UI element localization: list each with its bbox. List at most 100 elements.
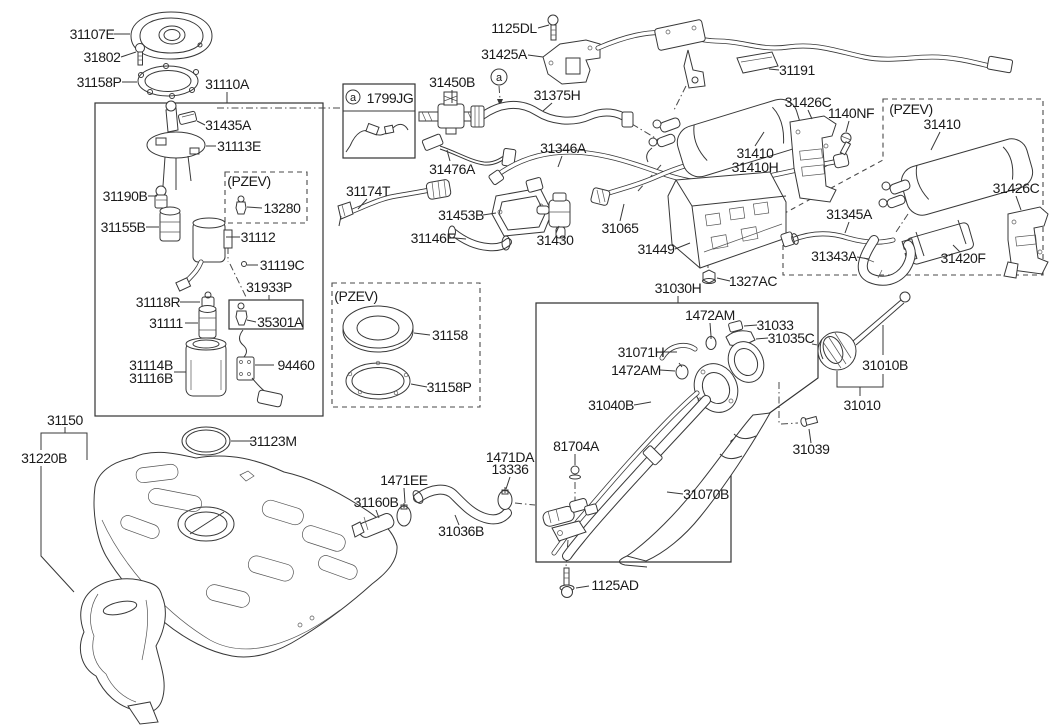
fuel-pressure-regulator-drawing [154, 185, 168, 209]
lock-ring-bolt-drawing [135, 43, 145, 66]
callout-detail-a: a [350, 92, 357, 104]
screw-31119C-drawing [241, 261, 247, 267]
callout-31158P-top: 31158P [77, 74, 122, 90]
bolt-31039-drawing [800, 415, 819, 427]
reservoir-body-drawing [185, 337, 227, 397]
callout-31425A: 31425A [481, 46, 528, 62]
callout-31113E: 31113E [217, 138, 261, 154]
callout-31119C: 31119C [260, 257, 305, 273]
callout-31111: 31111 [149, 315, 183, 331]
callout-31426C-b: 31426C [993, 180, 1040, 196]
bracket-31453B-drawing [491, 177, 553, 237]
callout-31430: 31430 [537, 232, 575, 248]
tank-gasket-31123M-drawing [181, 426, 231, 456]
callout-13280: 13280 [264, 200, 302, 216]
pzev-gasket-box [331, 282, 481, 408]
filler-neck-assembly-drawing [542, 320, 771, 598]
callout-31346A: 31346A [540, 140, 587, 156]
detail-a-content [345, 89, 409, 153]
clamp-1471DA-drawing [497, 487, 513, 510]
callout-31116B: 31116B [129, 370, 173, 386]
callout-31375H: 31375H [534, 87, 581, 103]
callout-31410-pzev: 31410 [924, 116, 962, 132]
callout-1471EE: 1471EE [380, 472, 427, 488]
bolt-1140NF-drawing [839, 132, 852, 156]
pad-31191-drawing [736, 51, 779, 74]
callout-1327AC: 1327AC [729, 273, 777, 289]
callout-31123M: 31123M [249, 433, 296, 449]
hose-31036B-drawing [412, 484, 512, 525]
callout-31033: 31033 [757, 317, 795, 333]
bracket-31425A-drawing [542, 14, 1014, 89]
heat-shield-31220B-drawing [80, 578, 166, 725]
pzev-valve-box [224, 171, 308, 224]
callout-31071H: 31071H [618, 344, 665, 360]
callout-31345A: 31345A [826, 206, 873, 222]
callout-31030H: 31030H [655, 280, 702, 296]
callout-31114B: 31114B [129, 357, 173, 373]
nut-1327AC-drawing [702, 269, 716, 284]
callout-31010: 31010 [844, 397, 882, 413]
callout-1125DL: 1125DL [491, 20, 537, 36]
callout-ref-a: a [496, 72, 503, 84]
callout-labels: 31107E 31802 31158P 31110A 31435A 31113E… [21, 20, 1040, 593]
callout-pzev-canister: (PZEV) [889, 101, 933, 117]
callout-1125AD: 1125AD [591, 577, 638, 593]
callout-31410: 31410 [737, 145, 775, 161]
callout-31065: 31065 [602, 220, 640, 236]
tube-31476A-drawing [421, 133, 517, 167]
fuel-pump-31111-drawing [198, 305, 217, 339]
callout-31010B: 31010B [862, 357, 908, 373]
tube-31174T-drawing [337, 179, 452, 227]
fuel-pump-plate-assembly-drawing [146, 100, 206, 190]
callout-31449: 31449 [638, 241, 676, 257]
callout-31174T: 31174T [346, 183, 391, 199]
regulator-31118R-drawing [201, 291, 215, 308]
pzev-canister-box [782, 98, 1044, 276]
filler-neck-box [535, 302, 819, 563]
callout-31150: 31150 [47, 412, 84, 428]
hose-31375H-drawing [470, 101, 634, 128]
callout-31118R: 31118R [136, 294, 181, 310]
callout-31426C-a: 31426C [785, 94, 832, 110]
tube-31160B-drawing [351, 513, 395, 538]
callout-1472AM-b: 1472AM [611, 362, 661, 378]
lock-ring-drawing [130, 11, 213, 60]
callout-31040B: 31040B [588, 397, 634, 413]
bracket-31426C-right-drawing [1003, 206, 1049, 279]
bracket-31426C-left-drawing [789, 115, 837, 203]
callout-31036B: 31036B [438, 523, 484, 539]
callout-35301A: 35301A [257, 314, 304, 330]
callout-31158: 31158 [432, 327, 469, 343]
callout-1472AM-a: 1472AM [685, 307, 735, 323]
callout-13336: 13336 [492, 461, 530, 477]
callout-31070B: 31070B [683, 486, 729, 502]
clamp-1471EE-drawing [396, 503, 412, 527]
fuel-sender-94460-drawing [236, 329, 283, 408]
protector-31449-drawing [667, 171, 787, 269]
leader-lines [40, 24, 1022, 593]
hose-31345A-drawing [780, 231, 896, 248]
callout-31450B: 31450B [429, 74, 475, 90]
pzev-valve-13280-drawing [235, 195, 247, 215]
sensor-35301A-drawing [235, 302, 248, 326]
callout-1471DA: 1471DA [486, 449, 535, 465]
callout-31158P-btm: 31158P [427, 379, 472, 395]
pzev-canister-drawing [878, 138, 1034, 216]
reference-lines [132, 85, 909, 688]
callout-31420F: 31420F [940, 250, 985, 266]
callout-94460: 94460 [278, 357, 316, 373]
callout-31933P: 31933P [246, 279, 292, 295]
callout-31112: 31112 [241, 229, 276, 245]
fuel-pump-module-box [94, 102, 324, 417]
detail-a-box [342, 83, 416, 159]
fuel-filter-cup-drawing [159, 206, 181, 242]
callout-31220B: 31220B [21, 450, 67, 466]
callout-31035C: 31035C [768, 330, 815, 346]
callout-31107E: 31107E [70, 26, 115, 42]
callout-31160B: 31160B [354, 494, 399, 510]
callout-31039: 31039 [793, 441, 831, 457]
callout-31343A: 31343A [811, 248, 858, 264]
